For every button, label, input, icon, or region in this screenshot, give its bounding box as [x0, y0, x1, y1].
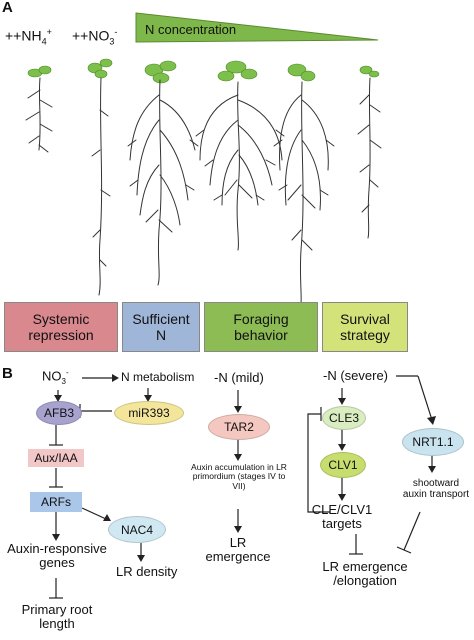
- n-metabolism-node: N metabolism: [121, 370, 195, 384]
- cle3-node: CLE3: [322, 406, 366, 430]
- tar2-node: TAR2: [208, 414, 270, 440]
- auxin-accumulation-node: Auxin accumulation in LR primordium (sta…: [191, 462, 287, 491]
- clv1-node: CLV1: [320, 452, 366, 478]
- shootward-auxin-transport-node: shootward auxin transport: [402, 478, 470, 500]
- panel-a-label: A: [2, 0, 13, 16]
- panel-b-arrowheads: [52, 374, 436, 562]
- afb3-node: AFB3: [36, 401, 82, 425]
- primary-root-length-node: Primary root length: [21, 602, 93, 632]
- nac4-node: NAC4: [108, 516, 166, 543]
- n-concentration-label: N concentration: [145, 22, 237, 37]
- strategy-foraging-behavior: Foraging behavior: [204, 302, 318, 352]
- strategy-systemic-repression: Systemic repression: [4, 302, 118, 352]
- aux-iaa-node: Aux/IAA: [28, 449, 84, 467]
- lr-emergence-elongation-node: LR emergence /elongation: [322, 559, 408, 589]
- nrt11-node: NRT1.1: [402, 428, 464, 456]
- no3-node: NO3-: [42, 368, 69, 386]
- n-severe-node: -N (severe): [323, 368, 389, 383]
- auxin-responsive-genes-node: Auxin-responsive genes: [7, 541, 107, 571]
- no3-condition-label: ++NO3-: [72, 27, 118, 47]
- panel-b-label: B: [2, 365, 13, 382]
- strategy-survival-strategy: Survival strategy: [322, 302, 408, 352]
- strategy-sufficient-n: Sufficient N: [122, 302, 200, 352]
- plant-shoots: [27, 58, 380, 84]
- arfs-node: ARFs: [30, 492, 82, 512]
- mir393-node: miR393: [114, 401, 184, 425]
- cle-clv1-targets-node: CLE/CLV1 targets: [311, 502, 373, 532]
- plant-roots: [25, 77, 382, 311]
- lr-emergence-node: LR emergence: [205, 535, 271, 565]
- n-concentration-gradient: [135, 12, 379, 43]
- lr-density-node: LR density: [116, 564, 178, 579]
- nh4-condition-label: ++NH4+: [5, 27, 52, 47]
- n-mild-node: -N (mild): [214, 370, 264, 385]
